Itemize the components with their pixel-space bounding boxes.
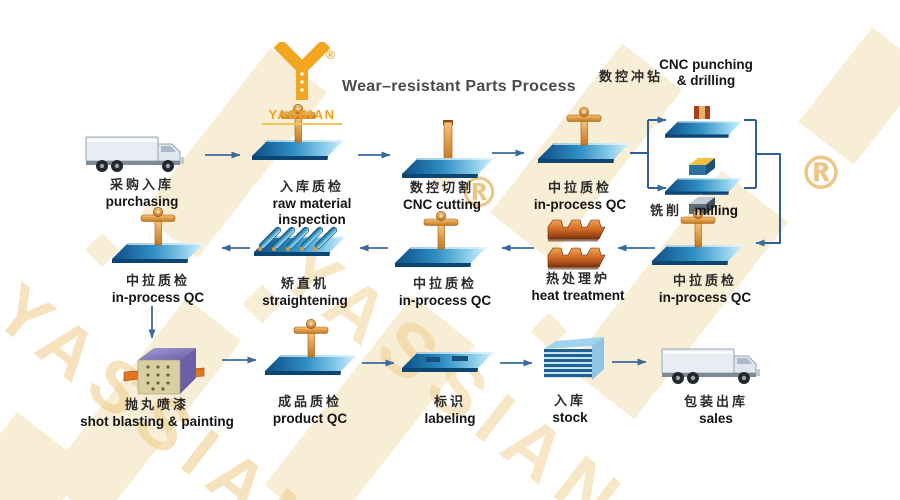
flow-arrows-row2 — [148, 244, 655, 339]
cnc-punching-drilling-icon — [665, 106, 743, 138]
label-in-process-qc-1: 中拉质检 in-process QC — [534, 181, 626, 213]
label-product-qc-zh: 成品质检 — [277, 395, 342, 410]
product-qc-icon — [265, 319, 357, 375]
label-cnc-punching-zh: 数控冲钻 — [599, 70, 663, 86]
in-process-qc-4-icon — [112, 207, 204, 263]
logo-registered-icon: ® — [326, 48, 335, 62]
label-raw-inspection-en1: raw material — [272, 196, 352, 212]
page-title: Wear–resistant Parts Process — [342, 78, 577, 95]
label-cnc-cutting-zh: 数控切割 — [409, 181, 474, 196]
label-straightening: 矫直机 straightening — [262, 277, 348, 309]
label-milling-zh: 铣削 — [650, 204, 683, 219]
flow-arrows-row3 — [222, 356, 647, 367]
label-cnc-cutting-en: CNC cutting — [403, 197, 481, 213]
label-purchasing-en: purchasing — [105, 194, 179, 210]
cnc-cutting-icon — [402, 120, 494, 178]
straightening-machine-icon — [254, 226, 346, 256]
yassian-logo: ® YASSIAN — [262, 39, 342, 125]
label-sales: 包装出库 sales — [684, 395, 748, 427]
label-qc3-en: in-process QC — [398, 293, 492, 309]
label-qc1-en: in-process QC — [533, 197, 627, 213]
label-labeling-zh: 标识 — [433, 395, 467, 410]
label-product-qc-en: product QC — [272, 411, 348, 427]
label-labeling-en: labeling — [424, 411, 476, 427]
label-heat-zh: 热处理炉 — [545, 272, 610, 287]
label-qc1-zh: 中拉质检 — [547, 181, 612, 196]
shot-blasting-machine-icon — [123, 348, 205, 395]
stock-stack-icon — [544, 337, 604, 380]
label-shot-blasting-en: shot blasting & painting — [80, 414, 234, 430]
label-in-process-qc-3: 中拉质检 in-process QC — [399, 277, 491, 309]
label-milling-en: milling — [694, 203, 738, 218]
label-in-process-qc-4: 中拉质检 in-process QC — [112, 274, 204, 306]
label-labeling: 标识 labeling — [424, 395, 475, 427]
label-milling: 铣削 milling — [646, 202, 742, 220]
label-straightening-zh: 矫直机 — [280, 277, 330, 292]
label-stock-zh: 入库 — [553, 394, 586, 409]
label-qc3-zh: 中拉质检 — [412, 277, 477, 292]
label-qc4-en: in-process QC — [111, 290, 205, 306]
label-qc4-zh: 中拉质检 — [125, 274, 190, 289]
label-qc2-zh: 中拉质检 — [672, 274, 737, 289]
label-cnc-punching-en2: & drilling — [676, 73, 736, 89]
label-cnc-cutting: 数控切割 CNC cutting — [403, 181, 481, 213]
yassian-y-icon — [273, 39, 331, 100]
labeling-plate-icon — [402, 352, 494, 372]
flow-arrows-row1 — [205, 149, 525, 159]
label-raw-material-inspection: 入库质检 raw material inspection — [273, 180, 352, 229]
sales-truck-icon — [661, 348, 761, 385]
heat-treatment-furnace-icon — [547, 219, 606, 270]
purchasing-truck-icon — [85, 136, 185, 173]
label-heat-en: heat treatment — [531, 288, 625, 304]
logo-wordmark: YASSIAN — [262, 107, 342, 125]
label-stock: 入库 stock — [552, 394, 587, 426]
label-stock-en: stock — [552, 410, 588, 426]
label-cnc-punching-zh-text: 数控冲钻 — [598, 70, 664, 85]
label-sales-en: sales — [699, 411, 733, 427]
label-cnc-punching-en: CNC punching & drilling — [659, 57, 753, 89]
in-process-qc-1-icon — [538, 107, 630, 163]
label-in-process-qc-2: 中拉质检 in-process QC — [659, 274, 751, 306]
label-qc2-en: in-process QC — [658, 290, 752, 306]
label-shot-blasting: 抛丸喷漆 shot blasting & painting — [80, 398, 234, 430]
label-product-qc: 成品质检 product QC — [273, 395, 347, 427]
label-raw-inspection-zh: 入库质检 — [279, 180, 345, 195]
label-purchasing-zh: 采购入库 — [109, 178, 175, 193]
label-straightening-en: straightening — [262, 293, 348, 309]
label-raw-inspection-en2: inspection — [278, 212, 346, 228]
label-cnc-punching-en1: CNC punching — [659, 57, 753, 72]
in-process-qc-3-icon — [395, 211, 487, 267]
flow-branch-connector — [630, 116, 781, 247]
label-sales-zh: 包装出库 — [683, 395, 749, 410]
label-shot-blasting-zh: 抛丸喷漆 — [124, 398, 189, 413]
watermark-registered-icon: ® — [798, 146, 844, 200]
label-heat-treatment: 热处理炉 heat treatment — [531, 272, 624, 304]
label-purchasing: 采购入库 purchasing — [106, 178, 179, 210]
